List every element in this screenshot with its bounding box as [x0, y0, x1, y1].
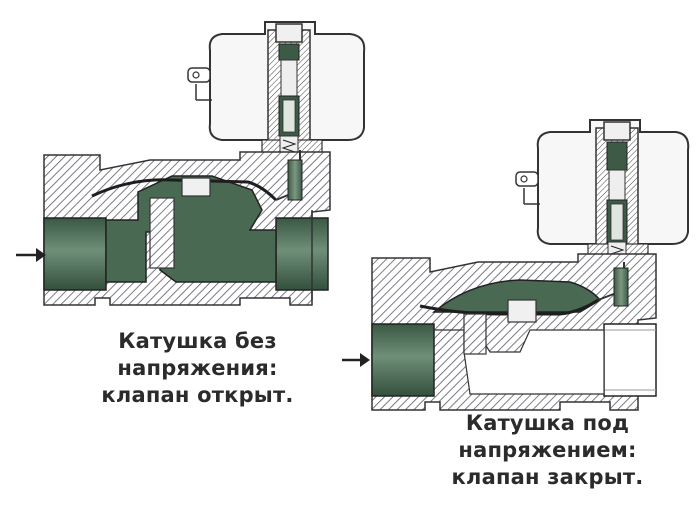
terminal-icon: [187, 67, 212, 101]
flow-channel: [431, 279, 602, 313]
flow-arrow-icon: [16, 248, 46, 262]
diaphragm: [419, 298, 599, 316]
valve-open-diagram: [16, 21, 366, 306]
caption-line: клапан закрыт.: [451, 465, 644, 489]
caption-line: Катушка без: [118, 329, 277, 353]
flow-arrow-icon: [342, 353, 370, 367]
caption-line: клапан открыт.: [101, 383, 294, 407]
caption-line: напряжения:: [117, 356, 278, 380]
diaphragm: [91, 178, 278, 202]
caption-closed: Катушка под напряжением: клапан закрыт.: [425, 410, 670, 491]
terminal-icon: [515, 171, 540, 205]
solenoid-coil: [187, 21, 366, 163]
caption-line: напряжением:: [458, 438, 637, 462]
solenoid-coil: [515, 119, 690, 271]
valve-closed-diagram: [342, 119, 690, 411]
caption-line: Катушка под: [465, 411, 630, 435]
caption-open: Катушка без напряжения: клапан открыт.: [80, 328, 315, 409]
